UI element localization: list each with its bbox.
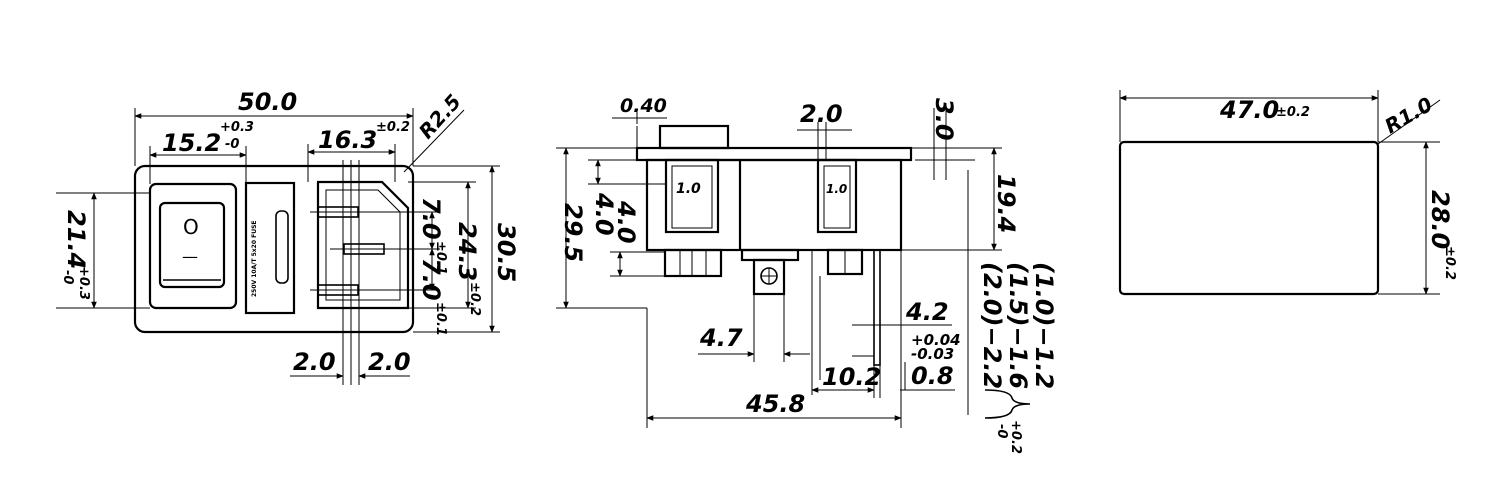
dim-pin-pitch-2-tol: ±0.1	[433, 302, 448, 336]
dim-pin-tol-lower: -0.03	[911, 345, 954, 363]
dim-cutout-height-tol: ±0.2	[1442, 246, 1457, 280]
dim-cutout-height: 28.0	[1426, 190, 1454, 249]
iec-inlet-outline	[316, 180, 410, 310]
dim-switch-height-tol-low: -0	[60, 270, 75, 284]
dim-switch-offset-tol: +0.3	[220, 120, 254, 135]
side-flange	[635, 146, 913, 162]
dim-switch-height-tol: +0.3	[76, 266, 91, 300]
dim-panel-3: (2.0)−2.2	[978, 262, 1006, 389]
dim-cutout-width-tol: ±0.2	[1276, 105, 1310, 120]
dim-switch-offset-tol-low: -0	[225, 137, 239, 152]
dim-pin-pitch-2: 7.0	[417, 258, 445, 301]
dim-pin-right: 2.0	[368, 348, 411, 376]
dim-inlet-width: 16.3	[318, 126, 377, 154]
fuse-holder	[244, 181, 296, 315]
dim-flange-thickness: 0.40	[620, 95, 667, 117]
dim-clip-left: 1.0	[676, 181, 701, 197]
side-top-boss	[658, 124, 730, 150]
front-view: O — 250V 10A/T 5x20 FUSE 50.0 15.2 +0.3	[56, 88, 520, 385]
side-pin	[873, 249, 881, 366]
dim-pin-pitch-1: 7.0	[417, 197, 445, 240]
fuse-symbol	[275, 210, 289, 284]
switch-rocker	[158, 201, 226, 289]
switch-on-symbol: O	[183, 215, 199, 239]
dim-pin-pitch-1-tol: ±0.1	[433, 241, 448, 275]
side-clip-left	[664, 158, 720, 234]
dim-pin-distance: 10.2	[822, 363, 881, 391]
dim-inlet-height-tol: ±0.2	[467, 282, 482, 316]
side-body	[645, 158, 903, 252]
dim-switch-height: 21.4	[62, 210, 90, 269]
dim-pin-left: 2.0	[293, 348, 336, 376]
dim-top: 3.0	[930, 98, 958, 141]
panel-cutout-view: 47.0 ±0.2 R1.0 28.0 ±0.2	[1118, 90, 1457, 296]
dim-clip-right: 1.0	[826, 182, 847, 196]
dim-step-a: 4.0	[590, 192, 618, 236]
dim-pin-thickness: 0.8	[911, 362, 954, 390]
dim-panel-2: (1.5)−1.6	[1004, 262, 1032, 389]
dim-depth-left: 29.5	[559, 203, 587, 262]
dim-overall-length: 45.8	[745, 390, 805, 418]
dim-switch-offset: 15.2	[162, 129, 221, 157]
dim-cutout-radius: R1.0	[1381, 92, 1437, 138]
dim-panel-tol-low: -0	[994, 424, 1009, 438]
dim-overall-width: 50.0	[238, 88, 297, 116]
side-terminal-block	[663, 248, 723, 278]
fuse-rating-text: 250V 10A/T 5x20 FUSE	[251, 221, 258, 298]
dim-panel-1: (1.0)−1.2	[1030, 262, 1058, 389]
dim-pin-tol-upper: +0.04	[911, 331, 961, 349]
dim-inlet-width-tol: ±0.2	[376, 120, 410, 135]
dim-pin-width: 4.2	[905, 298, 949, 326]
dim-inlet-height: 24.3	[453, 222, 481, 281]
dim-panel-tol: +0.2	[1008, 420, 1023, 454]
side-clip-right	[816, 158, 858, 234]
dim-cutout-width: 47.0	[1219, 96, 1279, 124]
dim-clip-width: 2.0	[800, 100, 843, 128]
switch-housing	[148, 182, 238, 310]
dim-depth-right: 19.4	[992, 174, 1020, 233]
dim-overall-height: 30.5	[492, 223, 520, 282]
dim-pin-offset: 4.7	[699, 324, 743, 352]
side-view: 1.0 1.0 0.40 2.0 3.0	[556, 95, 1058, 454]
dim-step-b: 4.0	[612, 200, 640, 244]
panel-cutout	[1118, 140, 1380, 296]
panel-brace	[984, 389, 1031, 419]
switch-off-symbol: —	[182, 247, 198, 266]
